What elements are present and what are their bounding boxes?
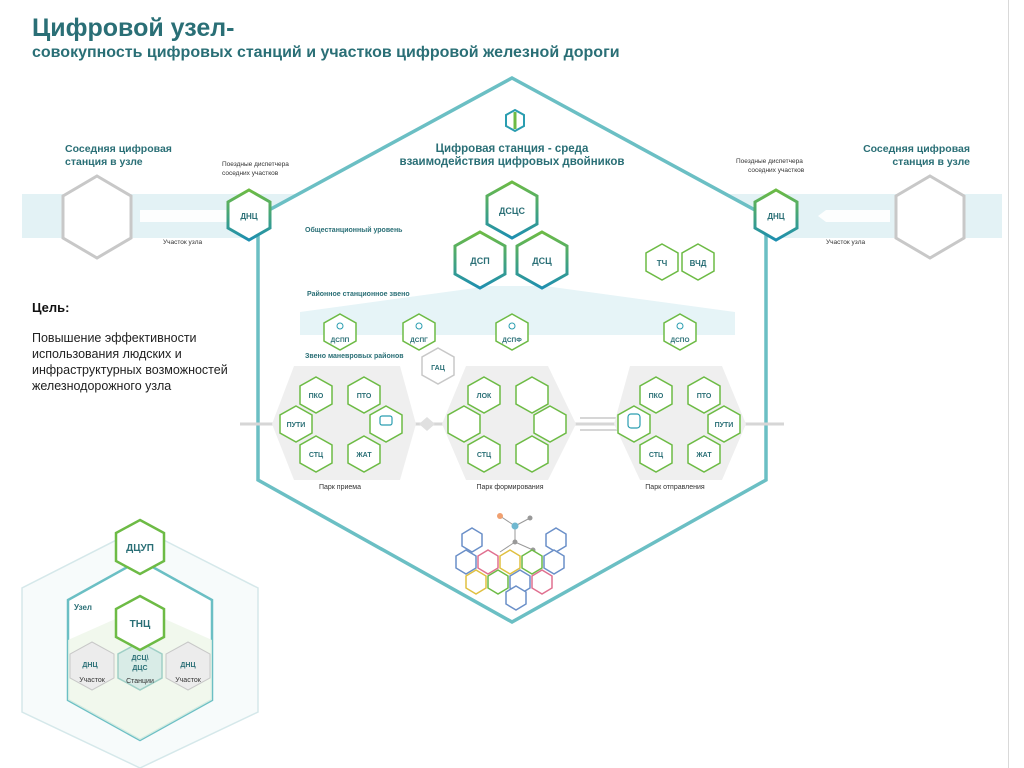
level-district-label: Районное станционное звено (307, 290, 410, 298)
hex-dspo[interactable]: ДСПО (663, 313, 697, 351)
left-neighbor-hex[interactable] (61, 174, 133, 260)
svg-text:ДЦУП: ДЦУП (126, 543, 154, 554)
svg-text:ПТО: ПТО (357, 393, 372, 400)
svg-text:ДСПО: ДСПО (670, 337, 689, 344)
svg-text:ДСПФ: ДСПФ (502, 337, 522, 344)
svg-text:СТЦ: СТЦ (309, 452, 324, 459)
mini-dnc-right: ДНЦ (180, 662, 196, 669)
svg-text:ДНЦ: ДНЦ (767, 212, 784, 221)
hex-reception-zhat[interactable]: ЖАТ (347, 435, 381, 473)
hex-dnc-right[interactable]: ДНЦ (753, 188, 799, 242)
level-shunting-label: Звено маневровых районов (305, 352, 404, 360)
svg-text:СТЦ: СТЦ (477, 452, 492, 459)
svg-text:ПКО: ПКО (649, 393, 664, 400)
svg-text:ПУТИ: ПУТИ (287, 422, 306, 429)
right-dispatch-label-1: Поездные диспетчера (736, 158, 803, 165)
hex-departure-train[interactable] (617, 405, 651, 443)
mini-stations: Станции (126, 678, 154, 685)
svg-text:ВЧД: ВЧД (690, 259, 707, 268)
hex-gac[interactable]: ГАЦ (421, 347, 455, 385)
station-title-1: Цифровая станция - среда (436, 143, 589, 155)
left-neighbor-title-1: Соседняя цифровая (65, 143, 172, 155)
svg-text:ДСПП: ДСПП (331, 337, 350, 344)
svg-text:ЛОК: ЛОК (477, 393, 492, 400)
robot-icon (379, 415, 393, 426)
svg-text:ДСПГ: ДСПГ (410, 337, 428, 344)
mini-section-left: Участок (79, 677, 106, 684)
svg-text:ГАЦ: ГАЦ (431, 365, 446, 372)
right-neighbor-title-1: Соседняя цифровая (863, 143, 970, 155)
level-general-label: Общестанционный уровень (305, 226, 403, 234)
hex-tch[interactable]: ТЧ (645, 243, 679, 281)
hex-departure-zhat[interactable]: ЖАТ (687, 435, 721, 473)
left-dispatch-label-1: Поездные диспетчера (222, 161, 289, 168)
hex-reception-pko[interactable]: ПКО (299, 376, 333, 414)
svg-text:ПКО: ПКО (309, 393, 324, 400)
svg-text:ДСП: ДСП (470, 256, 489, 266)
hex-dspf[interactable]: ДСПФ (495, 313, 529, 351)
hex-dspg[interactable]: ДСПГ (402, 313, 436, 351)
hex-dnc-left[interactable]: ДНЦ (226, 188, 272, 242)
svg-text:ТЧ: ТЧ (657, 259, 668, 268)
right-section-label: Участок узла (826, 239, 865, 246)
train-icon (627, 413, 641, 429)
station-logo-icon (505, 108, 525, 133)
svg-text:ТНЦ: ТНЦ (130, 619, 151, 630)
page-subtitle: совокупность цифровых станций и участков… (32, 44, 620, 61)
park-reception-label: Парк приема (319, 484, 361, 491)
park-departure-label: Парк отправления (645, 484, 705, 491)
hex-departure-puti[interactable]: ПУТИ (707, 405, 741, 443)
mini-hex-dcup[interactable]: ДЦУП (114, 518, 166, 576)
hex-formation-stc[interactable]: СТЦ (467, 435, 501, 473)
right-neighbor-title-2: станция в узле (892, 156, 970, 168)
network-cluster-icon (455, 513, 567, 611)
goal-label: Цель: (32, 300, 70, 315)
hex-reception-stc[interactable]: СТЦ (299, 435, 333, 473)
hex-dspp[interactable]: ДСПП (323, 313, 357, 351)
mini-node-label: Узел (74, 603, 92, 612)
left-neighbor-title-2: станция в узле (65, 156, 143, 168)
mini-hex-tnc[interactable]: ТНЦ (114, 594, 166, 652)
mini-dscs-1: ДСЦ\ (131, 655, 148, 662)
hex-departure-pko[interactable]: ПКО (639, 376, 673, 414)
svg-text:ЖАТ: ЖАТ (355, 452, 372, 459)
hex-dsc[interactable]: ДСЦ (515, 230, 569, 290)
mini-dscs-2: ДЦС (132, 665, 147, 672)
hex-formation-empty-2 (447, 405, 481, 443)
mini-section-right: Участок (175, 677, 202, 684)
hex-dsp[interactable]: ДСП (453, 230, 507, 290)
svg-text:ДСЦ: ДСЦ (532, 256, 552, 266)
svg-text:ЖАТ: ЖАТ (695, 452, 712, 459)
hex-reception-puti[interactable]: ПУТИ (279, 405, 313, 443)
hex-formation-lok[interactable]: ЛОК (467, 376, 501, 414)
page-title: Цифровой узел- (32, 14, 235, 42)
hex-departure-stc[interactable]: СТЦ (639, 435, 673, 473)
left-dispatch-label-2: соседних участков (222, 170, 279, 177)
right-dispatch-label-2: соседних участков (748, 167, 805, 174)
hex-reception-pto[interactable]: ПТО (347, 376, 381, 414)
svg-text:ПТО: ПТО (697, 393, 712, 400)
svg-text:ДНЦ: ДНЦ (240, 212, 257, 221)
right-neighbor-hex[interactable] (894, 174, 966, 260)
svg-text:СТЦ: СТЦ (649, 452, 664, 459)
svg-text:ПУТИ: ПУТИ (715, 422, 734, 429)
goal-text: Повышение эффективности использования лю… (32, 331, 228, 393)
left-section-label: Участок узла (163, 239, 202, 246)
hex-vchd[interactable]: ВЧД (681, 243, 715, 281)
hex-departure-pto[interactable]: ПТО (687, 376, 721, 414)
mini-dnc-left: ДНЦ (82, 662, 98, 669)
hex-reception-robot[interactable] (369, 405, 403, 443)
right-divider (1008, 0, 1009, 768)
park-formation-label: Парк формирования (477, 484, 544, 491)
station-title-2: взаимодействия цифровых двойников (400, 156, 625, 168)
svg-text:ДСЦС: ДСЦС (499, 206, 525, 216)
hex-dscs[interactable]: ДСЦС (485, 180, 539, 240)
hex-formation-empty-4 (515, 435, 549, 473)
hex-formation-empty-1 (515, 376, 549, 414)
hex-formation-empty-3 (533, 405, 567, 443)
